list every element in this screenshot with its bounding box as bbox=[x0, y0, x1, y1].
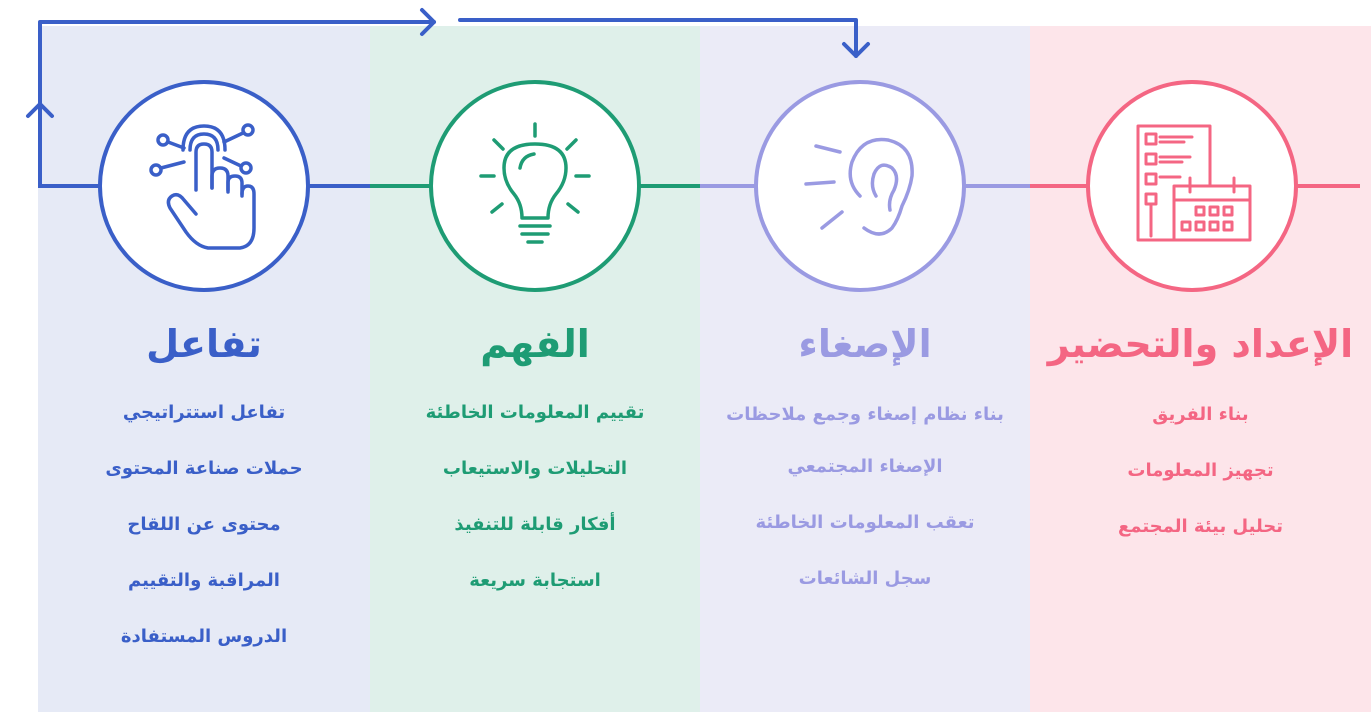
touch-hand-icon bbox=[149, 123, 256, 250]
understand-item: أفكار قابلة للتنفيذ bbox=[454, 514, 616, 535]
prepare-title: الإعداد والتحضير bbox=[1047, 322, 1354, 366]
understand-item: تقييم المعلومات الخاطئة bbox=[425, 402, 645, 423]
listen-item: تعقب المعلومات الخاطئة bbox=[755, 512, 975, 533]
listen-item: سجل الشائعات bbox=[798, 568, 932, 589]
engage-item: المراقبة والتقييم bbox=[128, 570, 280, 591]
engage-items: تفاعل استتراتيجي حملات صناعة المحتوى محت… bbox=[38, 402, 370, 682]
listen-item: الإصغاء المجتمعي bbox=[787, 456, 943, 477]
engage-circle bbox=[98, 80, 310, 292]
listen-items: بناء نظام إصغاء وجمع ملاحظات الإصغاء الم… bbox=[720, 404, 1010, 624]
listen-circle bbox=[754, 80, 966, 292]
engage-item: تفاعل استتراتيجي bbox=[122, 402, 286, 423]
planning-calendar-icon bbox=[1136, 124, 1252, 242]
listen-title: الإصغاء bbox=[798, 322, 932, 366]
feedback-loop-arrow bbox=[26, 8, 870, 188]
prepare-item: تحليل بيئة المجتمع bbox=[1117, 516, 1284, 537]
understand-circle bbox=[429, 80, 641, 292]
understand-item: استجابة سريعة bbox=[469, 570, 601, 591]
lightbulb-icon bbox=[479, 122, 591, 244]
ear-listening-icon bbox=[804, 137, 914, 236]
understand-title: الفهم bbox=[480, 322, 590, 366]
understand-item: التحليلات والاستيعاب bbox=[442, 458, 628, 479]
engage-item: حملات صناعة المحتوى bbox=[105, 458, 303, 479]
engage-item: محتوى عن اللقاح bbox=[127, 514, 281, 535]
prepare-item: تجهيز المعلومات bbox=[1127, 460, 1274, 481]
engage-title: تفاعل bbox=[146, 322, 262, 366]
engage-item: الدروس المستفادة bbox=[120, 626, 288, 647]
listen-item: بناء نظام إصغاء وجمع ملاحظات bbox=[726, 404, 1004, 425]
prepare-item: بناء الفريق bbox=[1152, 404, 1249, 425]
understand-items: تقييم المعلومات الخاطئة التحليلات والاست… bbox=[370, 402, 700, 626]
prepare-items: بناء الفريق تجهيز المعلومات تحليل بيئة ا… bbox=[1030, 404, 1371, 572]
